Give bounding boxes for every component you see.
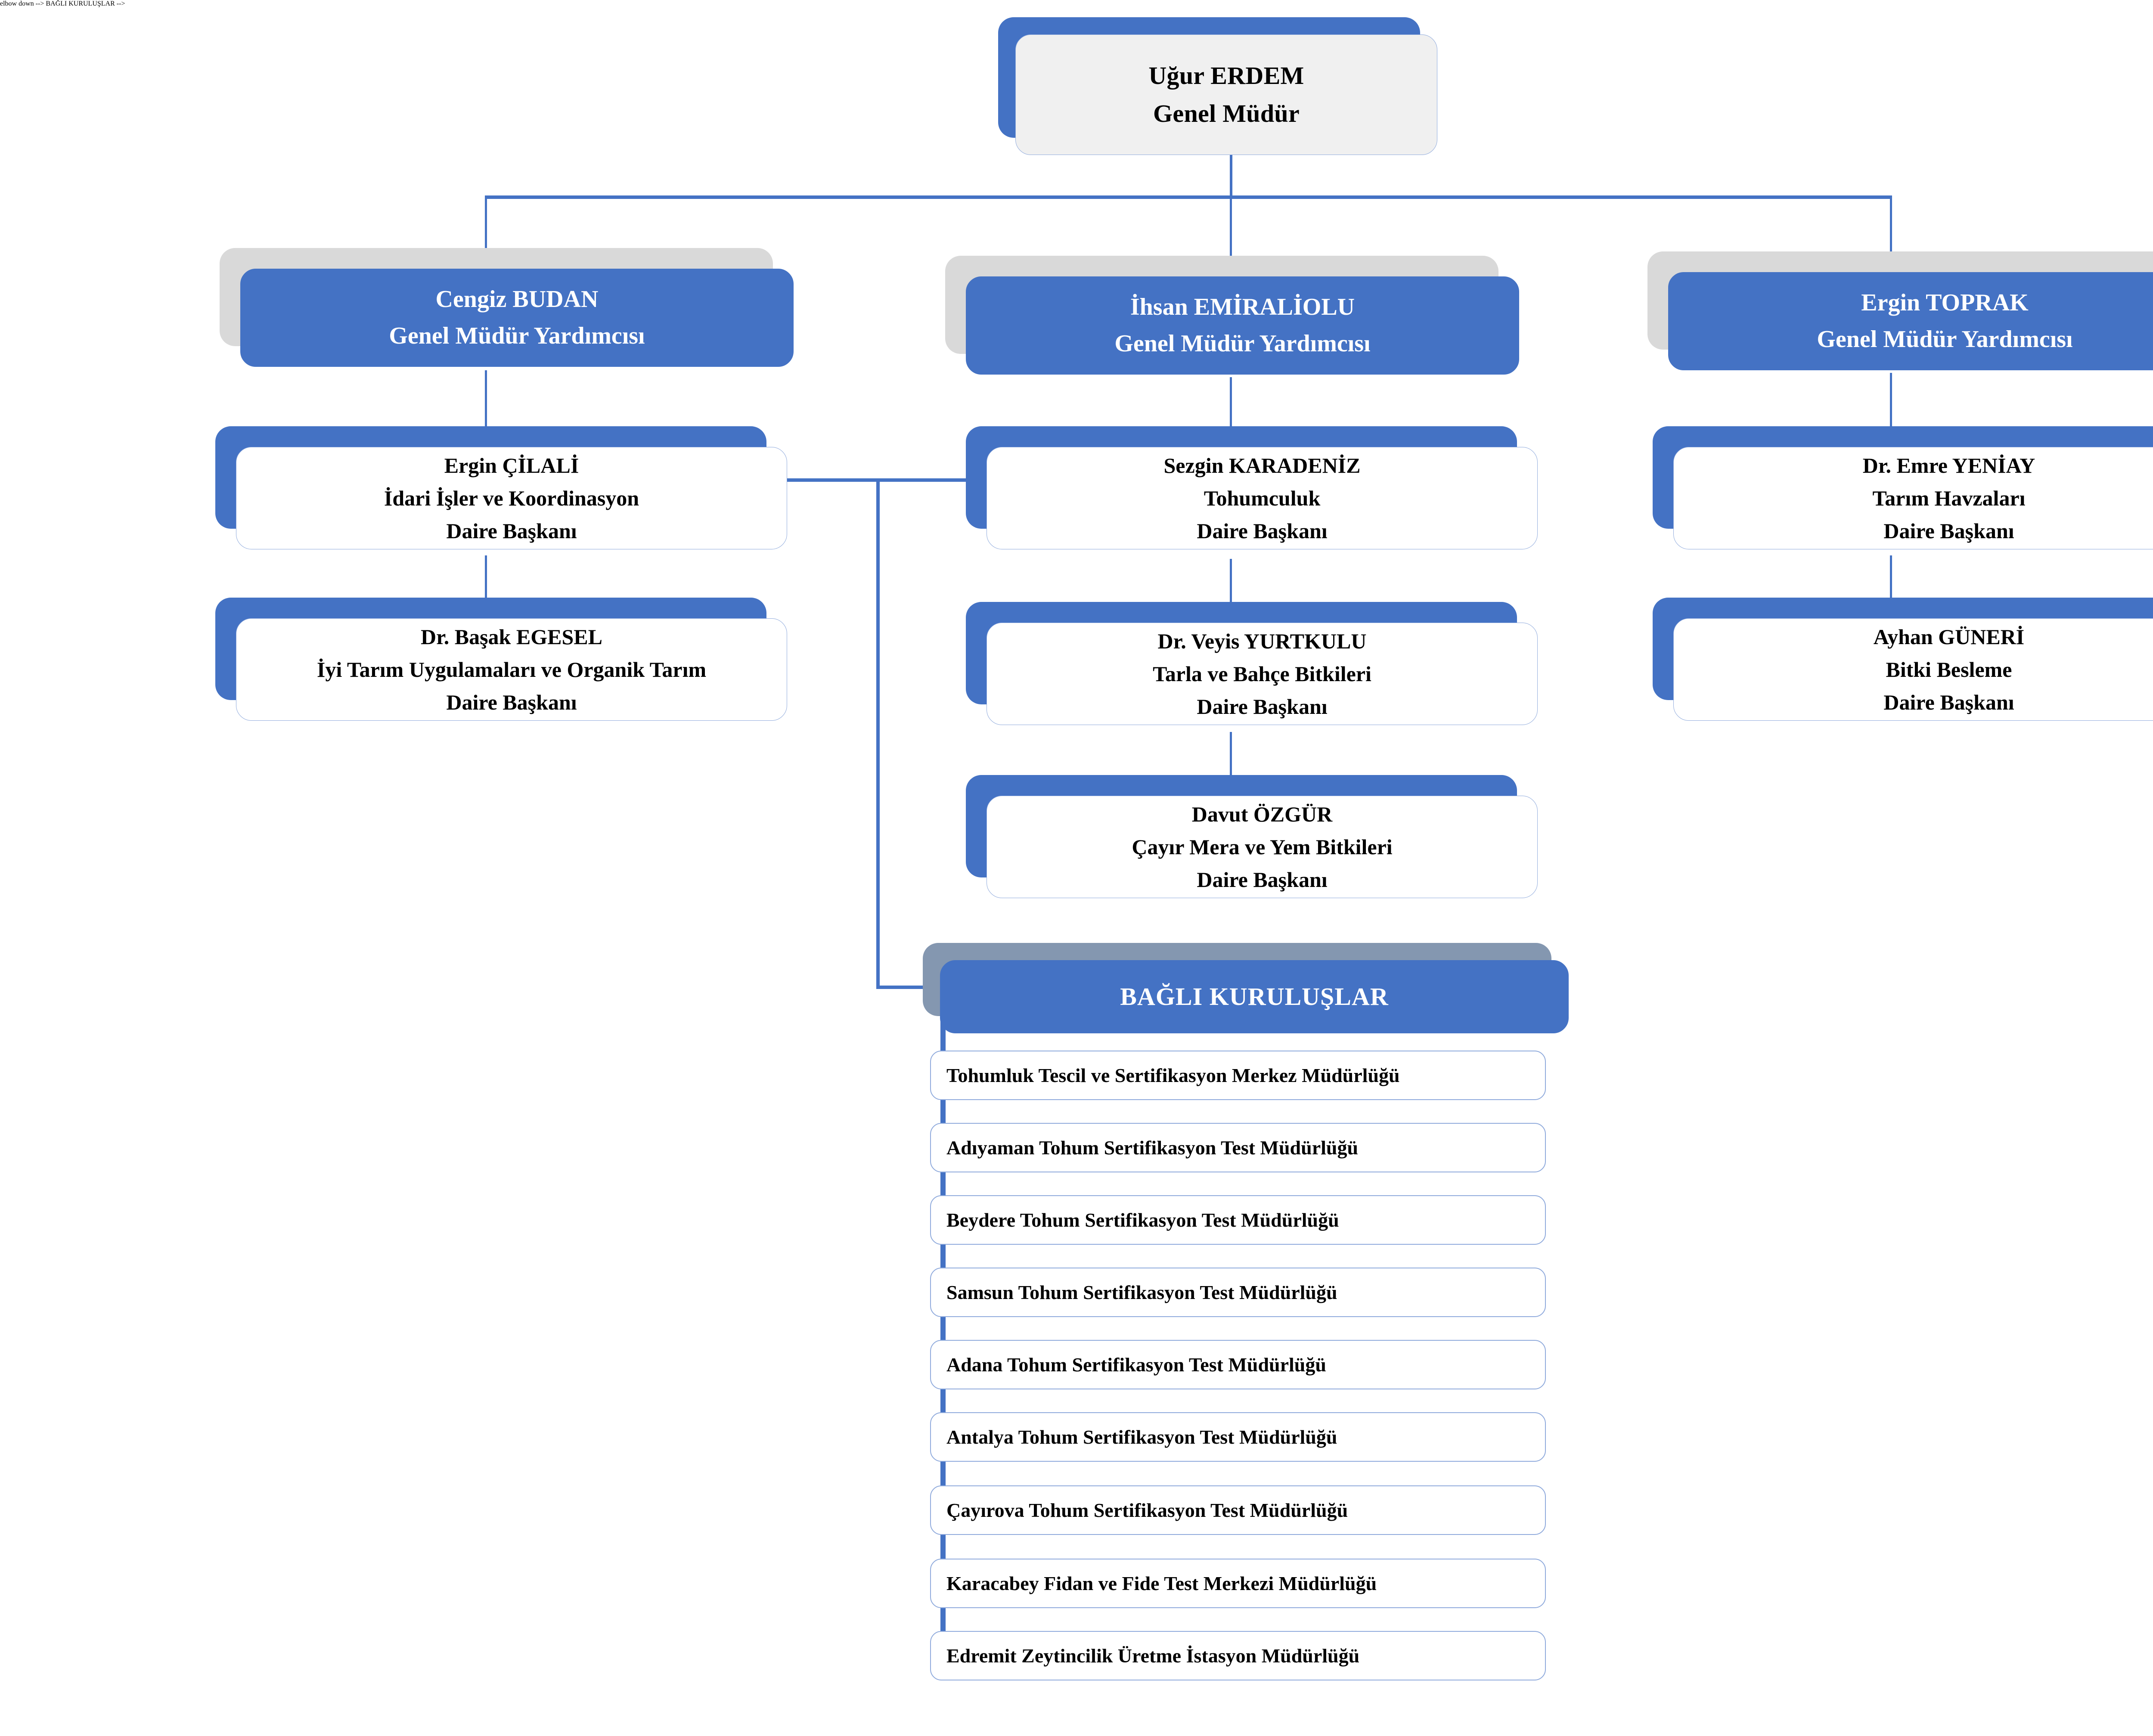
affiliated-list-item[interactable]: Adana Tohum Sertifikasyon Test Müdürlüğü bbox=[930, 1340, 1546, 1389]
affiliated-item-label: Beydere Tohum Sertifikasyon Test Müdürlü… bbox=[946, 1209, 1339, 1231]
node-unit: Tarla ve Bahçe Bitkileri bbox=[1153, 662, 1371, 686]
node-unit: Çayır Mera ve Yem Bitkileri bbox=[1132, 835, 1393, 859]
card-face: BAĞLI KURULUŞLAR bbox=[940, 960, 1569, 1033]
connector-middle-dept1-dept2 bbox=[1230, 559, 1232, 606]
connector-stem-middle-col bbox=[1230, 377, 1232, 431]
node-genel-mudur[interactable]: Uğur ERDEM Genel Müdür bbox=[998, 17, 1437, 155]
node-title: Genel Müdür Yardımcısı bbox=[389, 322, 645, 349]
node-name: Ergin ÇİLALİ bbox=[444, 453, 579, 477]
node-role: Daire Başkanı bbox=[1883, 519, 2014, 543]
card-face: Sezgin KARADENİZ Tohumculuk Daire Başkan… bbox=[987, 447, 1538, 549]
node-dept-ayhan-guneri[interactable]: Ayhan GÜNERİ Bitki Besleme Daire Başkanı bbox=[1653, 598, 2153, 721]
affiliated-item-label: Karacabey Fidan ve Fide Test Merkezi Müd… bbox=[946, 1572, 1377, 1594]
connector-drop-deputy-middle bbox=[1230, 195, 1232, 276]
node-unit: Bitki Besleme bbox=[1886, 657, 2012, 682]
connector-middle-dept2-dept3 bbox=[1230, 732, 1232, 779]
node-name: Dr. Başak EGESEL bbox=[421, 625, 602, 649]
card-face: Ayhan GÜNERİ Bitki Besleme Daire Başkanı bbox=[1673, 618, 2153, 721]
node-title: Genel Müdür Yardımcısı bbox=[1114, 330, 1371, 357]
card-face: Ergin ÇİLALİ İdari İşler ve Koordinasyon… bbox=[236, 447, 787, 549]
affiliated-item-label: Samsun Tohum Sertifikasyon Test Müdürlüğ… bbox=[946, 1281, 1337, 1303]
node-role: Daire Başkanı bbox=[1197, 868, 1328, 892]
affiliated-list-item[interactable]: Antalya Tohum Sertifikasyon Test Müdürlü… bbox=[930, 1412, 1546, 1462]
affiliated-list-item[interactable]: Beydere Tohum Sertifikasyon Test Müdürlü… bbox=[930, 1195, 1546, 1245]
affiliated-list-item[interactable]: Adıyaman Tohum Sertifikasyon Test Müdürl… bbox=[930, 1123, 1546, 1172]
node-dept-emre-yeniay[interactable]: Dr. Emre YENİAY Tarım Havzaları Daire Ba… bbox=[1653, 426, 2153, 549]
affiliated-list-item[interactable]: Tohumluk Tescil ve Sertifikasyon Merkez … bbox=[930, 1051, 1546, 1100]
affiliated-list-item[interactable]: Çayırova Tohum Sertifikasyon Test Müdürl… bbox=[930, 1485, 1546, 1535]
node-deputy-ergin-toprak[interactable]: Ergin TOPRAK Genel Müdür Yardımcısı bbox=[1647, 251, 2153, 370]
node-unit: Tarım Havzaları bbox=[1872, 486, 2026, 510]
connector-stem-right-col bbox=[1890, 373, 1892, 431]
connector-drop-deputy-right bbox=[1890, 195, 1892, 271]
connector-elbow-vertical bbox=[876, 478, 880, 989]
card-face: Davut ÖZGÜR Çayır Mera ve Yem Bitkileri … bbox=[987, 796, 1538, 898]
connector-drop-deputy-left bbox=[485, 195, 487, 267]
node-deputy-ihsan-emiraliolu[interactable]: İhsan EMİRALİOLU Genel Müdür Yardımcısı bbox=[945, 256, 1519, 375]
connector-root-bus bbox=[485, 195, 1892, 199]
node-name: Dr. Emre YENİAY bbox=[1862, 453, 2035, 477]
node-name: Sezgin KARADENİZ bbox=[1163, 453, 1361, 477]
affiliated-item-label: Adıyaman Tohum Sertifikasyon Test Müdürl… bbox=[946, 1137, 1359, 1159]
node-name: Davut ÖZGÜR bbox=[1191, 802, 1333, 826]
node-dept-sezgin-karadeniz[interactable]: Sezgin KARADENİZ Tohumculuk Daire Başkan… bbox=[966, 426, 1538, 549]
node-dept-basak-egesel[interactable]: Dr. Başak EGESEL İyi Tarım Uygulamaları … bbox=[215, 598, 787, 721]
affiliated-list-item[interactable]: Samsun Tohum Sertifikasyon Test Müdürlüğ… bbox=[930, 1268, 1546, 1317]
connector-stem-left-col bbox=[485, 370, 487, 431]
card-face: Cengiz BUDAN Genel Müdür Yardımcısı bbox=[240, 269, 794, 367]
node-name: Dr. Veyis YURTKULU bbox=[1157, 629, 1367, 653]
affiliated-item-label: Tohumluk Tescil ve Sertifikasyon Merkez … bbox=[946, 1064, 1400, 1086]
card-face: Uğur ERDEM Genel Müdür bbox=[1015, 34, 1437, 155]
node-name: İhsan EMİRALİOLU bbox=[1130, 293, 1355, 320]
node-role: Daire Başkanı bbox=[1197, 519, 1328, 543]
affiliated-item-label: Antalya Tohum Sertifikasyon Test Müdürlü… bbox=[946, 1426, 1337, 1448]
card-face: Dr. Başak EGESEL İyi Tarım Uygulamaları … bbox=[236, 618, 787, 721]
node-title: Genel Müdür Yardımcısı bbox=[1817, 326, 2073, 353]
node-role: Daire Başkanı bbox=[1197, 694, 1328, 719]
card-face: Ergin TOPRAK Genel Müdür Yardımcısı bbox=[1668, 272, 2153, 370]
affiliated-list-item[interactable]: Karacabey Fidan ve Fide Test Merkezi Müd… bbox=[930, 1559, 1546, 1608]
affiliated-item-label: Edremit Zeytincilik Üretme İstasyon Müdü… bbox=[946, 1645, 1360, 1667]
node-title: Genel Müdür bbox=[1153, 99, 1300, 127]
node-dept-veyis-yurtkulu[interactable]: Dr. Veyis YURTKULU Tarla ve Bahçe Bitkil… bbox=[966, 602, 1538, 725]
node-name: Cengiz BUDAN bbox=[435, 285, 599, 313]
card-face: Dr. Emre YENİAY Tarım Havzaları Daire Ba… bbox=[1673, 447, 2153, 549]
node-dept-ergin-cilali[interactable]: Ergin ÇİLALİ İdari İşler ve Koordinasyon… bbox=[215, 426, 787, 549]
node-deputy-cengiz-budan[interactable]: Cengiz BUDAN Genel Müdür Yardımcısı bbox=[220, 248, 794, 367]
node-affiliated-header[interactable]: BAĞLI KURULUŞLAR bbox=[923, 943, 1569, 1033]
card-face: İhsan EMİRALİOLU Genel Müdür Yardımcısı bbox=[966, 276, 1519, 375]
connector-elbow-horizontal-bottom bbox=[876, 986, 945, 989]
node-name: Uğur ERDEM bbox=[1148, 61, 1304, 90]
node-role: Daire Başkanı bbox=[446, 519, 577, 543]
node-name: Ayhan GÜNERİ bbox=[1873, 625, 2025, 649]
node-role: Daire Başkanı bbox=[1883, 690, 2014, 714]
node-name: Ergin TOPRAK bbox=[1861, 289, 2029, 316]
connector-left-dept1-dept2 bbox=[485, 555, 487, 603]
affiliated-item-label: Çayırova Tohum Sertifikasyon Test Müdürl… bbox=[946, 1499, 1348, 1521]
connector-right-dept1-dept2 bbox=[1890, 555, 1892, 603]
node-unit: İdari İşler ve Koordinasyon bbox=[384, 486, 639, 510]
card-face: Dr. Veyis YURTKULU Tarla ve Bahçe Bitkil… bbox=[987, 623, 1538, 725]
node-unit: Tohumculuk bbox=[1204, 486, 1321, 510]
connector-root-stem bbox=[1230, 155, 1232, 198]
node-role: Daire Başkanı bbox=[446, 690, 577, 714]
node-unit: İyi Tarım Uygulamaları ve Organik Tarım bbox=[316, 657, 707, 682]
affiliated-header-label: BAĞLI KURULUŞLAR bbox=[1120, 982, 1389, 1011]
affiliated-list-item[interactable]: Edremit Zeytincilik Üretme İstasyon Müdü… bbox=[930, 1631, 1546, 1680]
affiliated-item-label: Adana Tohum Sertifikasyon Test Müdürlüğü bbox=[946, 1354, 1326, 1376]
node-dept-davut-ozgur[interactable]: Davut ÖZGÜR Çayır Mera ve Yem Bitkileri … bbox=[966, 775, 1538, 898]
